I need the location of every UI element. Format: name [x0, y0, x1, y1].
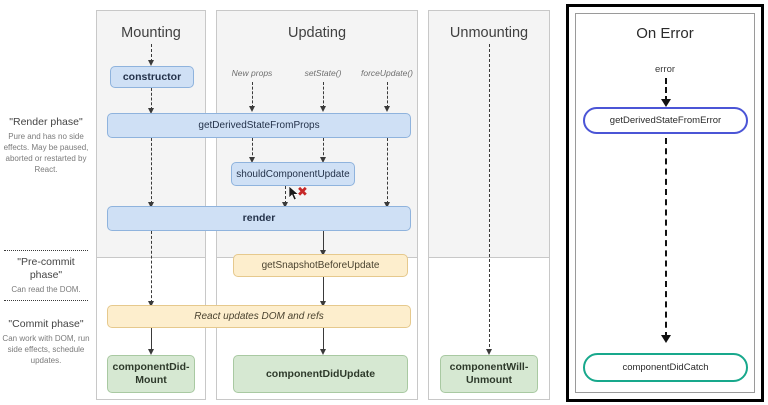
- legend-divider-bottom: [4, 300, 88, 301]
- box-component-will-unmount[interactable]: componentWill-Unmount: [440, 355, 538, 393]
- arrowhead-unmounting: [485, 349, 492, 355]
- arrowhead-new-props: [248, 106, 255, 112]
- connector-error-entry: [665, 78, 667, 102]
- arrowhead-scu-to-render: [281, 202, 288, 208]
- connector-render-to-domupdate-mounting: [151, 231, 152, 303]
- connector-scu-to-render: [285, 186, 286, 204]
- arrowhead-forceupdate-bypass-to-render: [383, 202, 390, 208]
- connector-new-props: [252, 82, 253, 108]
- connector-domupdate-to-cdm: [151, 328, 152, 352]
- connector-mounting-entry: [151, 44, 152, 62]
- legend-render-phase-desc: Pure and has no side effects. May be pau…: [3, 132, 89, 174]
- connector-unmounting: [489, 44, 490, 352]
- box-component-did-update[interactable]: componentDidUpdate: [233, 355, 408, 393]
- entry-label-new-props: New props: [231, 68, 273, 78]
- legend-pre-commit-phase: "Pre-commit phase" Can read the DOM.: [0, 256, 92, 295]
- connector-gdsfp-to-scu-right: [323, 138, 324, 160]
- legend-divider-top: [4, 250, 88, 251]
- box-get-derived-state-from-props[interactable]: getDerivedStateFromProps: [107, 113, 411, 138]
- legend-render-phase-title: "Render phase": [9, 116, 83, 128]
- arrowhead-domupdate-to-cdm: [147, 349, 154, 355]
- connector-gdsfp-to-scu-left: [252, 138, 253, 160]
- box-render[interactable]: render: [107, 206, 411, 231]
- legend-pre-commit-phase-title: "Pre-commit phase": [17, 256, 75, 281]
- arrowhead-error-entry: [661, 99, 671, 107]
- mouse-cursor-icon: [289, 186, 300, 201]
- arrowhead-gsbu-to-domupdate: [319, 301, 326, 307]
- box-react-updates-dom-and-refs[interactable]: React updates DOM and refs: [107, 305, 411, 328]
- box-get-snapshot-before-update[interactable]: getSnapshotBeforeUpdate: [233, 254, 408, 277]
- arrowhead-gdsfe-to-cdc: [661, 335, 671, 343]
- connector-forceupdate: [387, 82, 388, 108]
- column-updating-title: Updating: [287, 25, 347, 41]
- box-constructor[interactable]: constructor: [110, 66, 194, 88]
- connector-gsbu-to-domupdate: [323, 277, 324, 304]
- box-get-derived-state-from-error[interactable]: getDerivedStateFromError: [583, 107, 748, 134]
- arrowhead-constructor-to-gdsfp: [147, 108, 154, 114]
- arrowhead-domupdate-to-cdu: [319, 349, 326, 355]
- legend-commit-phase: "Commit phase" Can work with DOM, run si…: [0, 318, 92, 366]
- column-mounting-title: Mounting: [121, 25, 181, 41]
- error-entry-label: error: [654, 64, 676, 75]
- legend-pre-commit-phase-desc: Can read the DOM.: [11, 285, 81, 294]
- connector-forceupdate-bypass-to-render: [387, 138, 388, 204]
- panel-on-error-inner-border: [575, 13, 755, 393]
- arrowhead-forceupdate: [383, 106, 390, 112]
- box-component-did-catch[interactable]: componentDidCatch: [583, 353, 748, 382]
- panel-on-error-title: On Error: [636, 25, 694, 42]
- connector-setstate: [323, 82, 324, 108]
- box-component-did-mount[interactable]: componentDid-Mount: [107, 355, 195, 393]
- arrowhead-gdsfp-to-scu-left: [248, 157, 255, 163]
- entry-label-forceupdate: forceUpdate(): [361, 68, 413, 78]
- connector-constructor-to-gdsfp: [151, 88, 152, 110]
- connector-gdsfe-to-cdc: [665, 138, 667, 338]
- legend-render-phase: "Render phase" Pure and has no side effe…: [0, 116, 92, 175]
- legend-commit-phase-title: "Commit phase": [8, 318, 84, 330]
- box-should-component-update[interactable]: shouldComponentUpdate: [231, 162, 355, 186]
- legend-commit-phase-desc: Can work with DOM, run side effects, sch…: [2, 334, 90, 365]
- arrowhead-render-to-gsbu: [319, 250, 326, 256]
- cancel-marker-icon: ✖: [297, 185, 308, 200]
- arrowhead-mounting-entry: [147, 60, 154, 66]
- column-unmounting-title: Unmounting: [449, 25, 529, 41]
- connector-render-to-gsbu: [323, 231, 324, 253]
- arrowhead-setstate: [319, 106, 326, 112]
- entry-label-setstate: setState(): [304, 68, 342, 78]
- arrowhead-gdsfp-to-scu-right: [319, 157, 326, 163]
- arrowhead-render-to-domupdate-mounting: [147, 301, 154, 307]
- arrowhead-gdsfp-to-render-mounting: [147, 202, 154, 208]
- connector-gdsfp-to-render-mounting: [151, 138, 152, 204]
- connector-domupdate-to-cdu: [323, 328, 324, 352]
